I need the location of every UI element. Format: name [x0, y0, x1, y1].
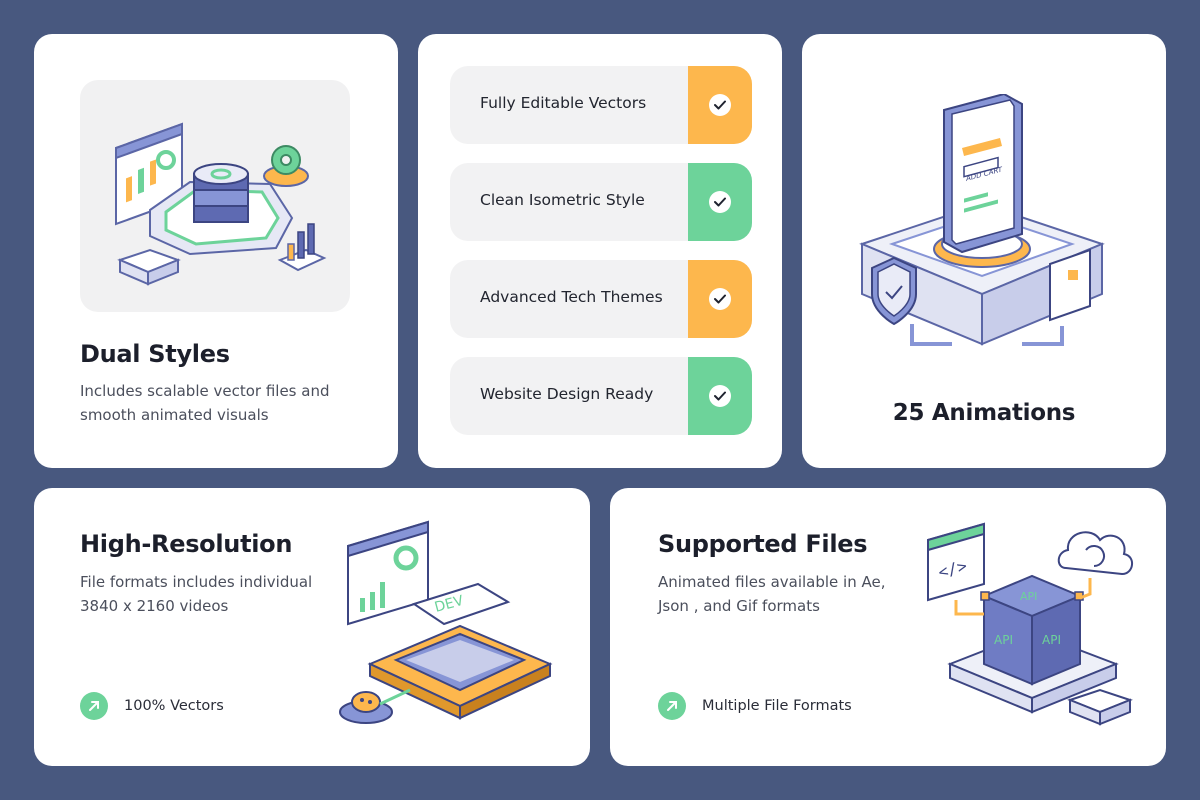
- svg-text:API: API: [1042, 633, 1061, 647]
- feature-item-website-ready: Website Design Ready: [450, 357, 752, 435]
- phone-shop-illustration-icon: ADD CART: [859, 94, 1105, 346]
- feature-item-tech-themes: Advanced Tech Themes: [450, 260, 752, 338]
- dual-styles-illustration: [80, 80, 350, 312]
- feature-item-isometric-style: Clean Isometric Style: [450, 163, 752, 241]
- feature-accent-tab: [688, 66, 752, 144]
- feature-label: Website Design Ready: [480, 385, 654, 403]
- animations-card: ADD CART 25 Animations: [802, 34, 1166, 468]
- check-icon: [709, 385, 731, 407]
- api-cube-illustration-icon: </> API API API: [927, 522, 1133, 726]
- check-icon: [709, 288, 731, 310]
- vectors-badge: 100% Vectors: [80, 692, 224, 720]
- file-formats-badge-label: Multiple File Formats: [702, 698, 852, 714]
- arrow-up-right-icon: [658, 692, 686, 720]
- high-resolution-title: High-Resolution: [80, 530, 293, 558]
- check-icon: [709, 191, 731, 213]
- feature-label: Clean Isometric Style: [480, 191, 645, 209]
- svg-text:API: API: [994, 633, 1013, 647]
- feature-accent-tab: [688, 163, 752, 241]
- arrow-up-right-icon: [80, 692, 108, 720]
- supported-files-title: Supported Files: [658, 530, 868, 558]
- supported-files-description: Animated files available in Ae, Json , a…: [658, 573, 886, 615]
- animations-title: 25 Animations: [892, 400, 1076, 426]
- svg-text:DEV: DEV: [433, 593, 466, 616]
- supported-files-card: Supported Files Animated files available…: [610, 488, 1166, 766]
- file-formats-badge: Multiple File Formats: [658, 692, 852, 720]
- vectors-badge-label: 100% Vectors: [124, 698, 224, 714]
- feature-label: Advanced Tech Themes: [480, 288, 663, 306]
- feature-accent-tab: [688, 260, 752, 338]
- dual-styles-description: Includes scalable vector files and smoot…: [80, 382, 330, 424]
- chip-dev-illustration-icon: DEV: [339, 520, 553, 724]
- feature-item-editable-vectors: Fully Editable Vectors: [450, 66, 752, 144]
- check-icon: [709, 94, 731, 116]
- svg-text:API: API: [1020, 590, 1037, 603]
- high-resolution-description: File formats includes individual 3840 x …: [80, 573, 313, 615]
- feature-label: Fully Editable Vectors: [480, 94, 647, 112]
- server-dashboard-illustration-icon: [115, 122, 327, 286]
- feature-accent-tab: [688, 357, 752, 435]
- features-card: Fully Editable Vectors Clean Isometric S…: [418, 34, 782, 468]
- dual-styles-card: Dual Styles Includes scalable vector fil…: [34, 34, 398, 468]
- high-resolution-card: High-Resolution File formats includes in…: [34, 488, 590, 766]
- dual-styles-title: Dual Styles: [80, 340, 230, 368]
